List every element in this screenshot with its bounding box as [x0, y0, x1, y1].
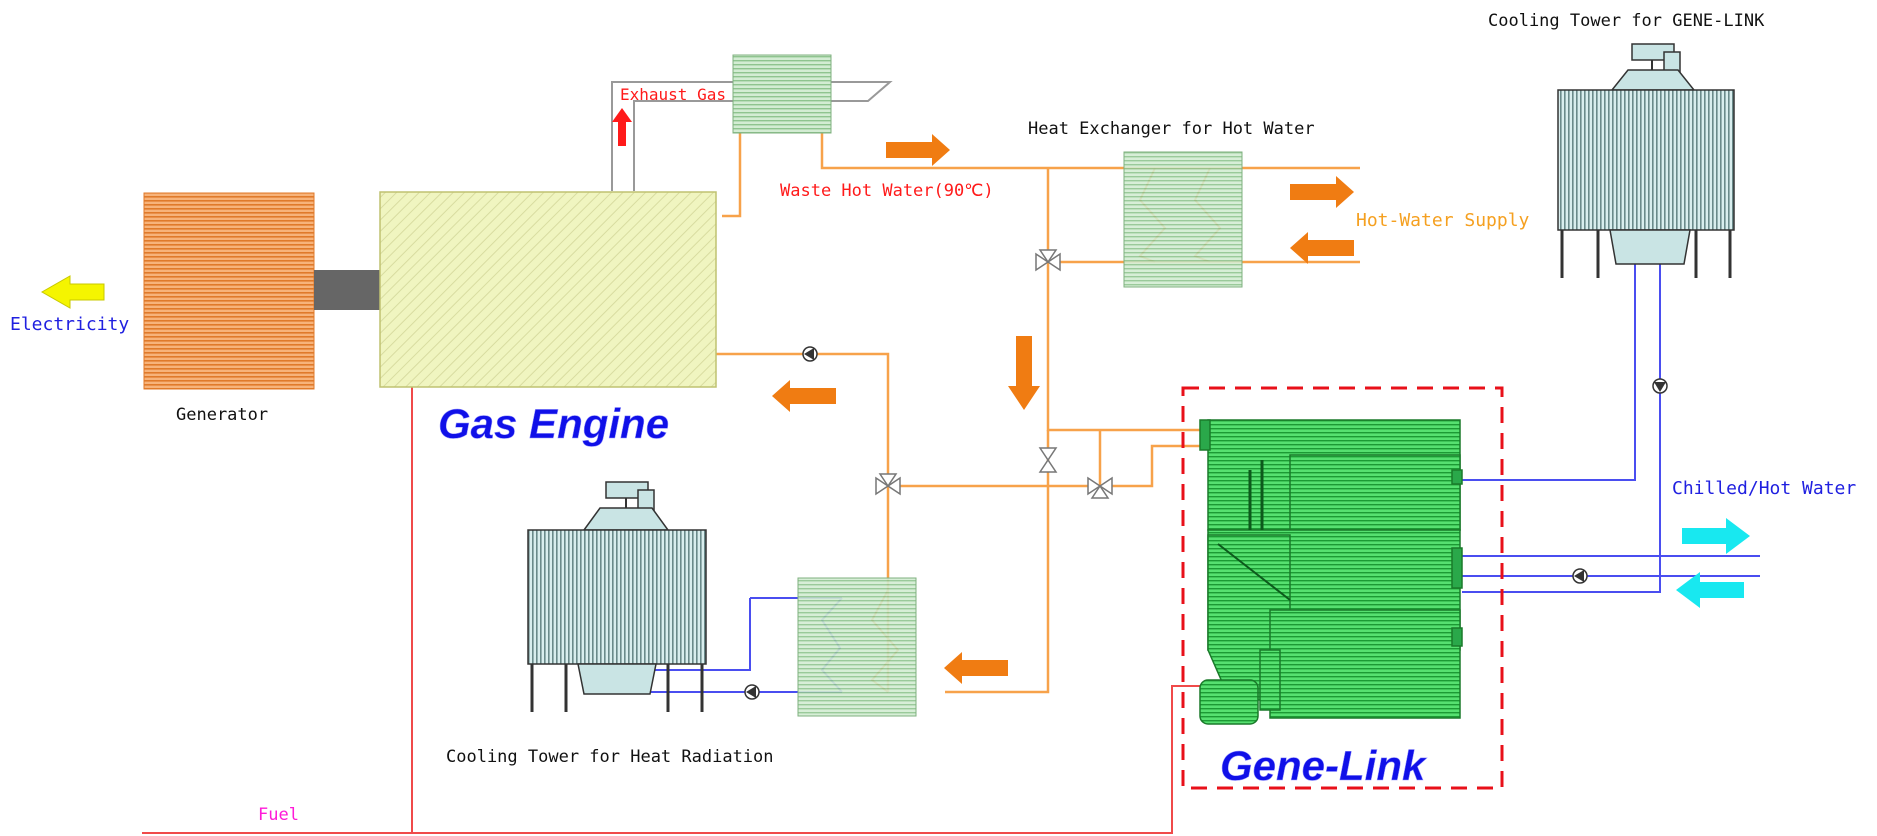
flow-arrow-icon [772, 134, 1354, 684]
electricity-arrow-icon [40, 275, 105, 309]
label-waste-hot-water: Waste Hot Water(90℃) [780, 181, 994, 201]
gene-link-highlight-box [1181, 386, 1504, 790]
fuel-line [142, 685, 1222, 834]
cooling-tower-heat-radiation [527, 481, 707, 712]
three-way-valve-left [875, 473, 901, 496]
label-hot-water-supply: Hot-Water Supply [1356, 210, 1530, 231]
pump-icon [744, 346, 1668, 700]
valve-center [1038, 447, 1058, 473]
cooling-tower-gene-link [1557, 43, 1735, 278]
radiation-heat-exchanger [797, 577, 917, 717]
chilled-water-arrow-icon [1676, 518, 1750, 608]
exhaust-heat-exchanger [732, 54, 832, 134]
label-fuel: Fuel [258, 805, 299, 825]
gene-link-unit [1199, 419, 1463, 725]
generator [143, 192, 315, 390]
label-cooling-tower-gene-link: Cooling Tower for GENE-LINK [1488, 11, 1765, 31]
exhaust-up-arrow-icon [612, 108, 632, 146]
three-way-valve-upper [1035, 249, 1061, 272]
label-electricity: Electricity [10, 314, 129, 335]
label-exhaust-gas: Exhaust Gas [620, 85, 726, 104]
label-cooling-tower-heat-radiation: Cooling Tower for Heat Radiation [446, 747, 774, 767]
hot-water-heat-exchanger [1123, 151, 1243, 288]
exhaust-pipe [611, 81, 738, 191]
exhaust-outlet [823, 81, 893, 102]
gas-engine [379, 191, 717, 388]
generator-shaft [314, 270, 380, 310]
label-generator: Generator [176, 405, 268, 425]
label-gene-link: Gene-Link [1220, 742, 1428, 789]
label-chilled-hot-water: Chilled/Hot Water [1672, 478, 1856, 499]
three-way-valve-center-right [1087, 476, 1113, 499]
label-gas-engine: Gas Engine [438, 400, 669, 447]
label-heat-exchanger-hot-water: Heat Exchanger for Hot Water [1028, 119, 1315, 139]
